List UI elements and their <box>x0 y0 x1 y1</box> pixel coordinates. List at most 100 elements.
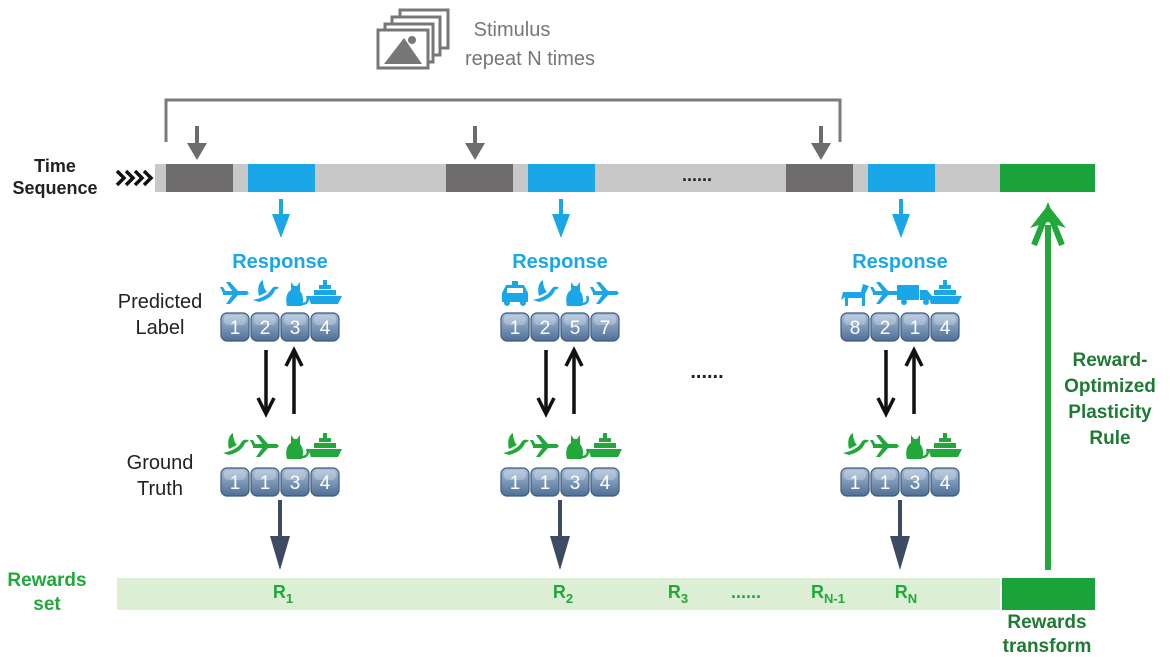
time-label-line2: Sequence <box>12 178 97 198</box>
plasticity-line4: Rule <box>1089 428 1130 449</box>
horse-icon <box>841 284 869 306</box>
reward-4: RN-1 <box>811 582 845 606</box>
number-key: 2 <box>870 312 900 342</box>
reward-2: R2 <box>553 582 573 606</box>
compare-arrows <box>256 346 304 418</box>
stimulus-label-line2: repeat N times <box>465 48 595 70</box>
number-key: 7 <box>590 312 620 342</box>
repeat-bracket <box>164 98 842 142</box>
key-number: 1 <box>540 473 551 494</box>
key-number: 2 <box>880 318 891 339</box>
number-key: 1 <box>500 312 530 342</box>
number-key: 3 <box>280 467 310 497</box>
time-bar-ellipsis: ...... <box>682 165 712 185</box>
number-key: 3 <box>900 467 930 497</box>
key-number: 3 <box>570 473 581 494</box>
ship-icon <box>308 433 342 457</box>
reward-arrow <box>550 500 570 570</box>
plasticity-up-arrow <box>1030 201 1066 570</box>
ship-icon <box>588 433 622 457</box>
key-number: 7 <box>600 318 611 339</box>
reward-5: RN <box>895 582 917 606</box>
key-number: 3 <box>290 473 301 494</box>
cat-icon <box>286 435 310 459</box>
key-number: 4 <box>320 318 331 339</box>
rewards-set-label-line1: Rewards <box>7 570 86 591</box>
cat-icon <box>906 435 930 459</box>
key-number: 2 <box>260 318 271 339</box>
key-number: 4 <box>940 318 951 339</box>
predicted-label-line2: Label <box>136 317 185 339</box>
key-number: 4 <box>940 473 951 494</box>
number-key: 4 <box>310 467 340 497</box>
number-key: 2 <box>530 312 560 342</box>
cat-icon <box>566 435 590 459</box>
number-key: 1 <box>900 312 930 342</box>
ship-icon <box>928 433 962 457</box>
rewards-bar <box>117 578 1000 610</box>
predicted-label-line1: Predicted <box>118 291 203 313</box>
cat-icon <box>286 282 310 306</box>
response-arrows <box>272 199 910 238</box>
number-key: 1 <box>530 467 560 497</box>
chevron-arrows-icon <box>115 169 154 187</box>
number-key: 1 <box>500 467 530 497</box>
key-number: 5 <box>570 318 581 339</box>
key-number: 3 <box>910 473 921 494</box>
rewards-transform-line1: Rewards <box>1007 612 1086 633</box>
reward-arrow <box>890 500 910 570</box>
bird-icon <box>843 433 869 455</box>
key-number: 1 <box>230 318 241 339</box>
key-number: 1 <box>510 473 521 494</box>
bird-icon <box>223 433 249 455</box>
number-key: 4 <box>310 312 340 342</box>
number-key: 1 <box>220 467 250 497</box>
time-label-line1: Time <box>34 156 76 176</box>
bird-icon <box>253 280 279 302</box>
truth-label-line2: Truth <box>137 478 183 500</box>
ship-icon <box>308 280 342 304</box>
number-key: 4 <box>590 467 620 497</box>
reward-3: R3 <box>668 582 688 606</box>
rewards-transform-line2: transform <box>1003 636 1092 657</box>
number-key: 4 <box>930 312 960 342</box>
key-number: 1 <box>230 473 241 494</box>
truck-icon <box>897 285 932 305</box>
ship-icon <box>928 280 962 304</box>
airplane-icon <box>220 282 249 304</box>
key-number: 3 <box>290 318 301 339</box>
key-number: 2 <box>540 318 551 339</box>
rewards-set-label-line2: set <box>33 594 61 615</box>
number-key: 8 <box>840 312 870 342</box>
key-number: 4 <box>320 473 331 494</box>
bird-icon <box>503 433 529 455</box>
key-number: 4 <box>600 473 611 494</box>
number-key: 3 <box>280 312 310 342</box>
number-key: 2 <box>250 312 280 342</box>
car-icon <box>502 281 528 306</box>
airplane-icon <box>870 282 899 304</box>
number-key: 1 <box>250 467 280 497</box>
truth-label-line1: Ground <box>127 452 194 474</box>
plasticity-line1: Reward- <box>1073 350 1148 371</box>
rewards-ellipsis: ...... <box>731 582 761 602</box>
number-key: 1 <box>840 467 870 497</box>
key-number: 1 <box>910 318 921 339</box>
number-key: 1 <box>220 312 250 342</box>
reward-arrow <box>270 500 290 570</box>
time-sequence-bar <box>155 164 1095 192</box>
cat-icon <box>566 282 590 306</box>
airplane-icon <box>250 435 279 457</box>
number-key: 5 <box>560 312 590 342</box>
number-key: 1 <box>870 467 900 497</box>
response-label: Response <box>512 251 608 273</box>
rewards-transform-block <box>1002 578 1095 610</box>
airplane-icon <box>530 435 559 457</box>
key-number: 1 <box>510 318 521 339</box>
